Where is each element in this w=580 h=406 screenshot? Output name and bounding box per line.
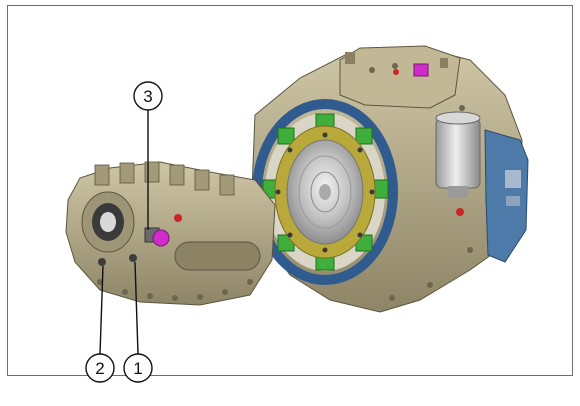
blue-side-box xyxy=(484,129,529,263)
ring-bolts xyxy=(275,132,375,253)
svg-text:3: 3 xyxy=(143,87,152,106)
plug-1 xyxy=(129,254,137,262)
magenta-top-cap xyxy=(413,63,429,77)
center-disc xyxy=(286,139,364,245)
svg-text:1: 1 xyxy=(133,359,142,378)
callout-3: 3 xyxy=(133,81,163,111)
callout-1: 1 xyxy=(123,353,153,383)
plug-2 xyxy=(98,258,106,266)
magenta-cap xyxy=(152,229,170,247)
gray-canister xyxy=(435,111,481,198)
red-plug-top xyxy=(393,69,399,75)
red-plug xyxy=(456,208,464,216)
hub xyxy=(81,191,135,253)
svg-text:2: 2 xyxy=(95,359,104,378)
leader-lines xyxy=(99,110,149,355)
callout-2: 2 xyxy=(85,353,115,383)
